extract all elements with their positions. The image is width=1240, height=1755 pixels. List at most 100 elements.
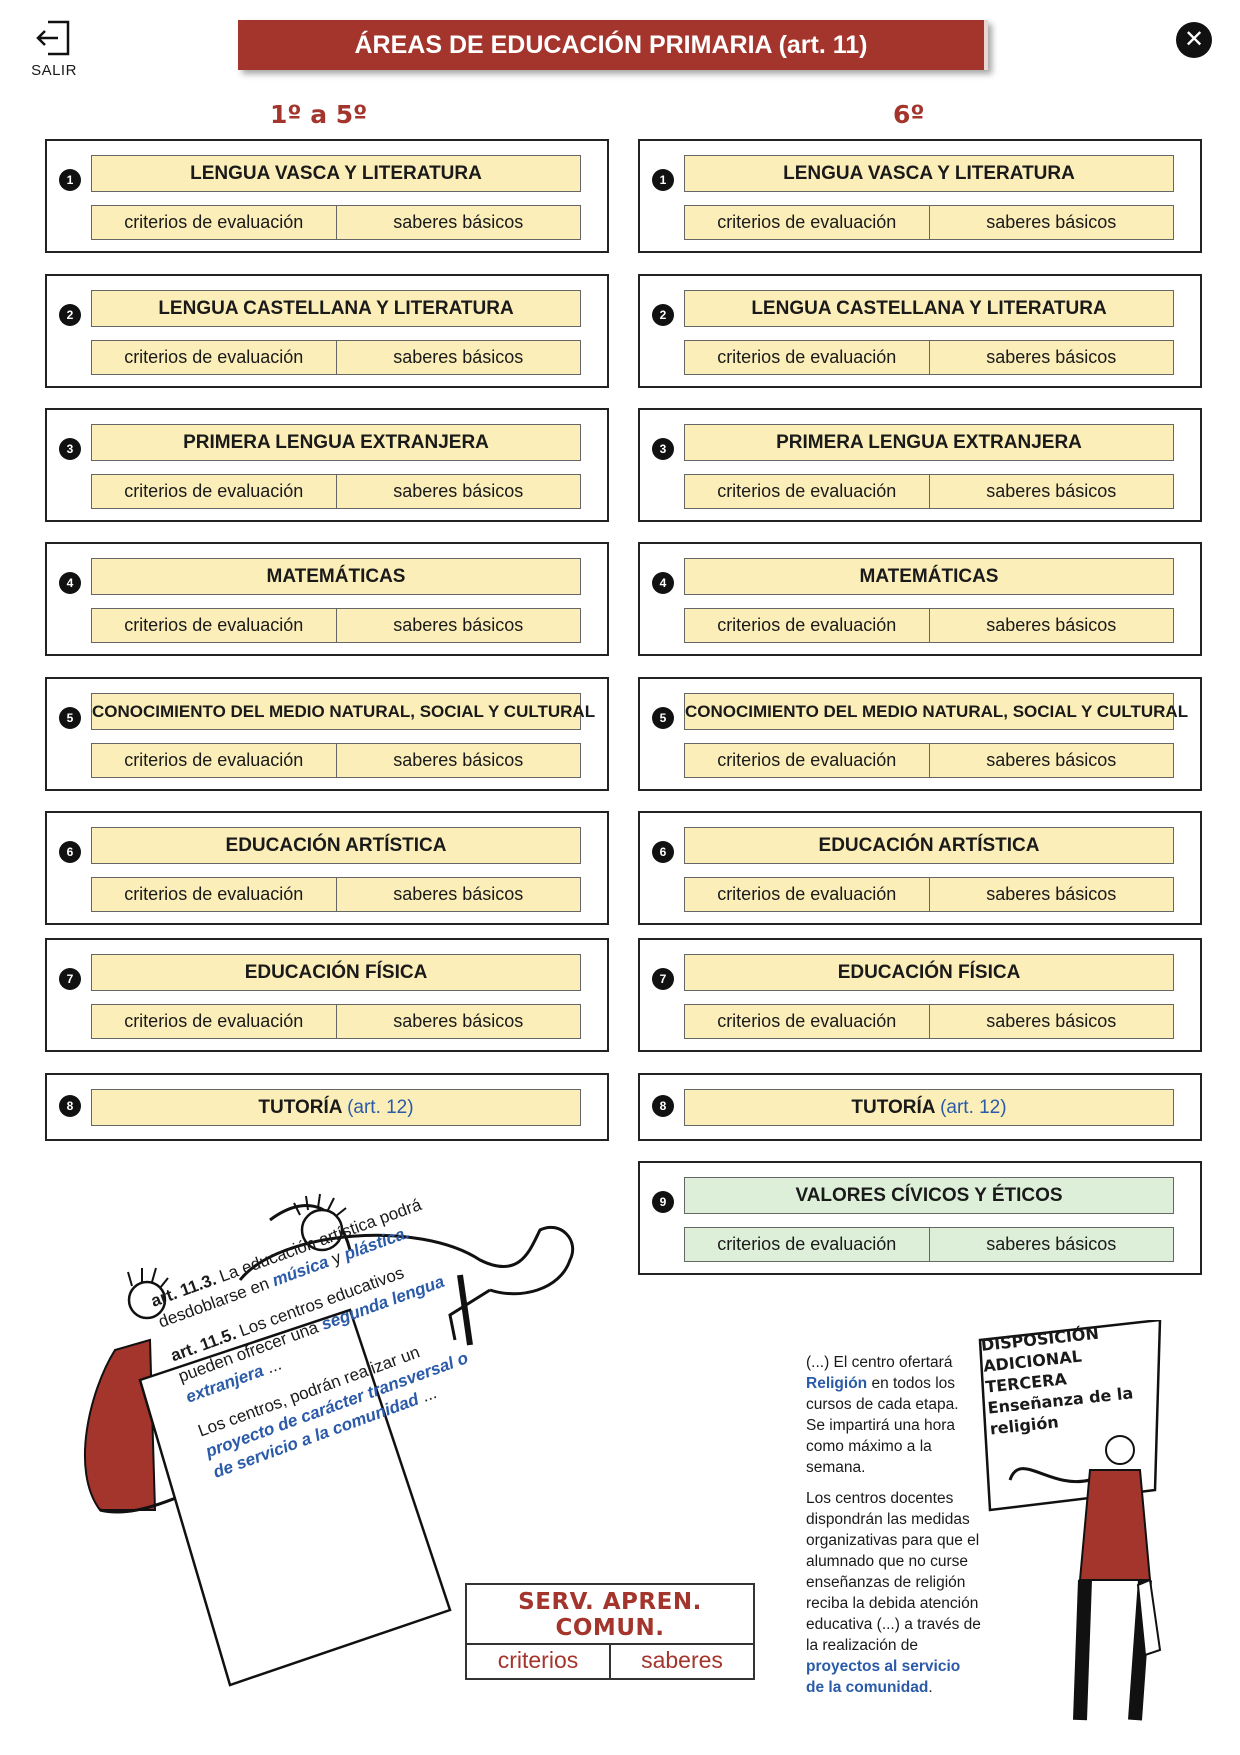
valores-title-button[interactable]: VALORES CÍVICOS Y ÉTICOS <box>684 1177 1174 1214</box>
saberes-button[interactable]: saberes básicos <box>335 744 581 777</box>
area-sub-links: criterios de evaluación saberes básicos <box>91 877 581 912</box>
area-card-left-5: 5 CONOCIMIENTO DEL MEDIO NATURAL, SOCIAL … <box>45 677 609 791</box>
saberes-button[interactable]: saberes básicos <box>928 609 1174 642</box>
area-title-button[interactable]: CONOCIMIENTO DEL MEDIO NATURAL, SOCIAL Y… <box>684 693 1188 730</box>
close-icon[interactable]: ✕ <box>1176 22 1212 58</box>
tutoria-button[interactable]: TUTORÍA (art. 12) <box>91 1089 581 1126</box>
area-number-badge: 3 <box>652 438 674 460</box>
tutoria-article-ref: (art. 12) <box>940 1097 1007 1118</box>
saberes-button[interactable]: saberes básicos <box>335 341 581 374</box>
area-card-left-1: 1 LENGUA VASCA Y LITERATURA criterios de e… <box>45 139 609 253</box>
saberes-button[interactable]: saberes básicos <box>928 878 1174 911</box>
area-sub-links: criterios de evaluación saberes básicos <box>684 340 1174 375</box>
area-sub-links: criterios de evaluación saberes básicos <box>91 474 581 509</box>
area-title-button[interactable]: PRIMERA LENGUA EXTRANJERA <box>684 424 1174 461</box>
area-title-button[interactable]: EDUCACIÓN FÍSICA <box>91 954 581 991</box>
area-card-right-4: 4 MATEMÁTICAS criterios de evaluación saber… <box>638 542 1202 656</box>
tutoria-article-ref: (art. 12) <box>347 1097 414 1118</box>
criterios-button[interactable]: criterios de evaluación <box>717 481 897 501</box>
criterios-button[interactable]: criterios de evaluación <box>124 884 304 904</box>
serv-apren-comun-box: SERV. APREN. COMUN. criterios saberes <box>465 1583 755 1680</box>
area-title-button[interactable]: LENGUA VASCA Y LITERATURA <box>684 155 1174 192</box>
area-card-right-3: 3 PRIMERA LENGUA EXTRANJERA criterios de e… <box>638 408 1202 522</box>
page-title: ÁREAS DE EDUCACIÓN PRIMARIA (art. 11) <box>238 20 988 70</box>
area-number-badge: 2 <box>59 304 81 326</box>
criterios-button[interactable]: criterios de evaluación <box>717 884 897 904</box>
area-title-button[interactable]: LENGUA CASTELLANA Y LITERATURA <box>91 290 581 327</box>
area-card-right-tutoria: 8 TUTORÍA (art. 12) <box>638 1073 1202 1141</box>
criterios-button[interactable]: criterios de evaluación <box>717 1011 897 1031</box>
area-title-button[interactable]: LENGUA CASTELLANA Y LITERATURA <box>684 290 1174 327</box>
area-title-button[interactable]: MATEMÁTICAS <box>91 558 581 595</box>
criterios-button[interactable]: criterios de evaluación <box>717 1234 897 1254</box>
area-number-badge: 1 <box>652 169 674 191</box>
area-sub-links: criterios de evaluación saberes básicos <box>684 608 1174 643</box>
saberes-button[interactable]: saberes básicos <box>335 1005 581 1038</box>
area-title-button[interactable]: EDUCACIÓN ARTÍSTICA <box>684 827 1174 864</box>
criterios-button[interactable]: criterios de evaluación <box>717 615 897 635</box>
area-number-badge: 3 <box>59 438 81 460</box>
saberes-button[interactable]: saberes básicos <box>928 744 1174 777</box>
area-sub-links: criterios de evaluación saberes básicos <box>684 474 1174 509</box>
area-sub-links: criterios de evaluación saberes básicos <box>91 608 581 643</box>
area-number-badge: 4 <box>652 572 674 594</box>
saberes-button[interactable]: saberes básicos <box>335 609 581 642</box>
area-sub-links: criterios de evaluación saberes básicos <box>684 877 1174 912</box>
area-number-badge: 6 <box>652 841 674 863</box>
criterios-button[interactable]: criterios de evaluación <box>717 750 897 770</box>
saberes-button[interactable]: saberes básicos <box>928 1005 1174 1038</box>
area-card-left-2: 2 LENGUA CASTELLANA Y LITERATURA criterios… <box>45 274 609 388</box>
saberes-button[interactable]: saberes básicos <box>335 475 581 508</box>
area-title-button[interactable]: LENGUA VASCA Y LITERATURA <box>91 155 581 192</box>
criterios-button[interactable]: criterios de evaluación <box>124 481 304 501</box>
area-card-right-1: 1 LENGUA VASCA Y LITERATURA criterios de e… <box>638 139 1202 253</box>
tutoria-label: TUTORÍA <box>851 1097 935 1118</box>
area-title-button[interactable]: MATEMÁTICAS <box>684 558 1174 595</box>
criterios-button[interactable]: criterios de evaluación <box>124 212 304 232</box>
area-number-badge: 5 <box>652 707 674 729</box>
criterios-button[interactable]: criterios de evaluación <box>124 615 304 635</box>
exit-icon <box>36 20 70 56</box>
area-title-button[interactable]: EDUCACIÓN FÍSICA <box>684 954 1174 991</box>
saberes-button[interactable]: saberes básicos <box>335 206 581 239</box>
saberes-button[interactable]: saberes básicos <box>928 206 1174 239</box>
area-number-badge: 2 <box>652 304 674 326</box>
serv-criterios-button[interactable]: criterios <box>497 1647 579 1673</box>
criterios-button[interactable]: criterios de evaluación <box>124 347 304 367</box>
disposicion-adicional: DISPOSICIÓN ADICIONAL TERCERA Enseñanza … <box>980 1323 1134 1439</box>
area-number-badge: 8 <box>59 1095 81 1117</box>
area-title-button[interactable]: PRIMERA LENGUA EXTRANJERA <box>91 424 581 461</box>
saberes-button[interactable]: saberes básicos <box>928 341 1174 374</box>
saberes-button[interactable]: saberes básicos <box>335 878 581 911</box>
criterios-button[interactable]: criterios de evaluación <box>717 347 897 367</box>
criterios-button[interactable]: criterios de evaluación <box>124 1011 304 1031</box>
area-title-button[interactable]: EDUCACIÓN ARTÍSTICA <box>91 827 581 864</box>
area-title-button[interactable]: CONOCIMIENTO DEL MEDIO NATURAL, SOCIAL Y… <box>91 693 595 730</box>
area-number-badge: 8 <box>652 1095 674 1117</box>
area-card-left-6: 6 EDUCACIÓN ARTÍSTICA criterios de evaluac… <box>45 811 609 925</box>
column-heading-6: 6º <box>893 100 925 129</box>
area-card-left-3: 3 PRIMERA LENGUA EXTRANJERA criterios de e… <box>45 408 609 522</box>
area-number-badge: 1 <box>59 169 81 191</box>
area-number-badge: 5 <box>59 707 81 729</box>
area-sub-links: criterios de evaluación saberes básicos <box>684 205 1174 240</box>
saberes-button[interactable]: saberes básicos <box>928 1228 1174 1261</box>
area-number-badge: 6 <box>59 841 81 863</box>
exit-label: SALIR <box>31 62 77 79</box>
area-sub-links: criterios de evaluación saberes básicos <box>684 1227 1174 1262</box>
tutoria-button[interactable]: TUTORÍA (art. 12) <box>684 1089 1174 1126</box>
illustration-people <box>83 1193 575 1687</box>
exit-button[interactable]: SALIR <box>28 18 80 79</box>
area-sub-links: criterios de evaluación saberes básicos <box>91 340 581 375</box>
area-number-badge: 7 <box>652 968 674 990</box>
area-sub-links: criterios de evaluación saberes básicos <box>684 743 1174 778</box>
criterios-button[interactable]: criterios de evaluación <box>717 212 897 232</box>
saberes-button[interactable]: saberes básicos <box>928 475 1174 508</box>
area-card-right-5: 5 CONOCIMIENTO DEL MEDIO NATURAL, SOCIAL … <box>638 677 1202 791</box>
criterios-button[interactable]: criterios de evaluación <box>124 750 304 770</box>
religion-text: (...) El centro ofertará Religión en tod… <box>806 1354 981 1696</box>
serv-saberes-button[interactable]: saberes <box>609 1645 753 1678</box>
area-sub-links: criterios de evaluación saberes básicos <box>91 1004 581 1039</box>
